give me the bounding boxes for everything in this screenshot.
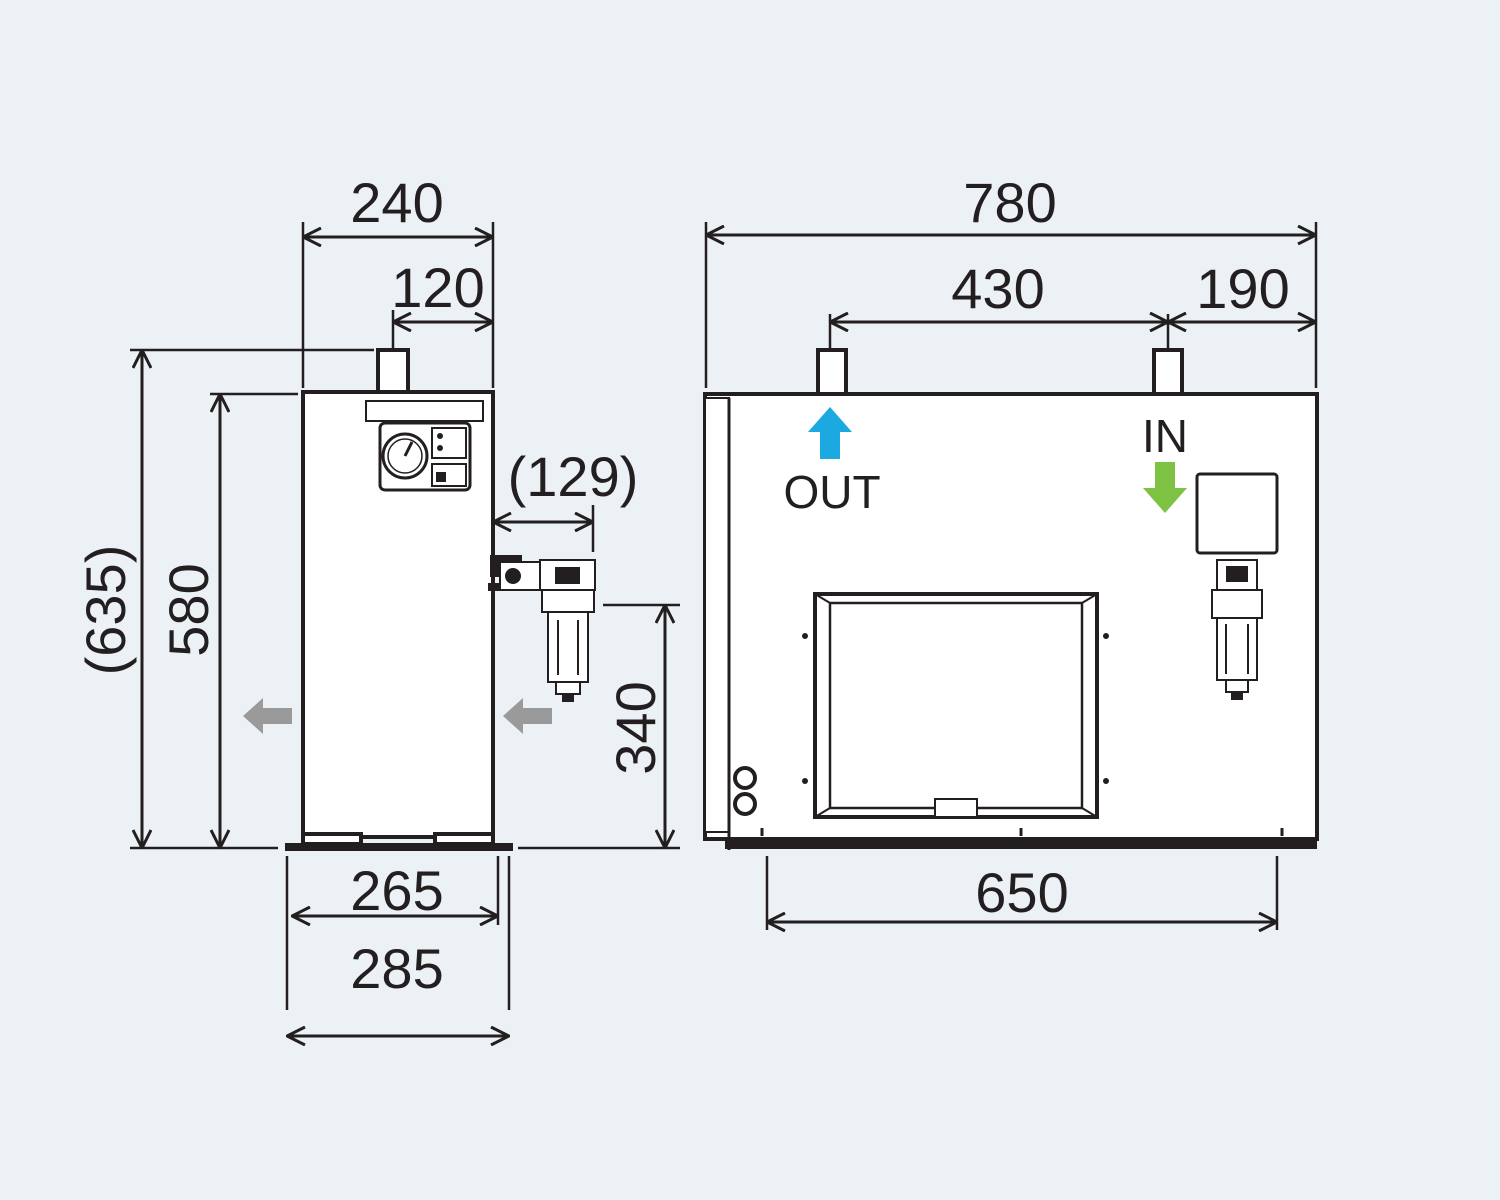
side-base-plate xyxy=(285,843,513,851)
control-panel xyxy=(378,421,472,492)
side-view xyxy=(243,348,596,851)
drain-fitting-icon xyxy=(733,792,757,816)
side-foot-left xyxy=(301,832,363,846)
side-dimension-lines xyxy=(142,237,665,1036)
dim-label-430: 430 xyxy=(951,257,1044,320)
side-label-bar xyxy=(365,400,484,422)
dim-label-650: 650 xyxy=(975,861,1068,924)
dim-label-285: 285 xyxy=(350,937,443,1000)
dim-label-780: 780 xyxy=(963,171,1056,234)
in-port xyxy=(1152,348,1184,396)
dim-label-190: 190 xyxy=(1196,257,1289,320)
in-arrow-icon xyxy=(1143,462,1187,513)
in-label: IN xyxy=(1142,410,1188,462)
out-port xyxy=(816,348,848,396)
front-side-panel xyxy=(704,397,730,833)
dim-label-129: (129) xyxy=(508,445,639,508)
side-filter-icon xyxy=(488,555,596,702)
out-arrow-icon xyxy=(808,407,852,459)
out-label: OUT xyxy=(783,466,880,518)
electrical-box xyxy=(1195,472,1279,555)
dim-label-635: (635) xyxy=(74,545,137,676)
front-view xyxy=(703,348,1319,850)
side-foot-right xyxy=(433,832,495,846)
dim-label-340: 340 xyxy=(604,681,667,774)
drain-fitting-icon xyxy=(733,766,757,790)
front-base-plate xyxy=(725,839,1317,849)
access-panel xyxy=(802,592,1109,819)
dim-label-240: 240 xyxy=(350,171,443,234)
dim-label-265: 265 xyxy=(350,859,443,922)
airflow-out-arrow-icon xyxy=(243,698,292,734)
dim-label-120: 120 xyxy=(391,256,484,319)
front-dimension-lines xyxy=(706,235,1316,922)
front-filter-icon xyxy=(1211,559,1263,700)
side-top-port xyxy=(376,348,410,394)
airflow-in-arrow-icon xyxy=(503,698,552,734)
dim-label-580: 580 xyxy=(157,563,220,656)
